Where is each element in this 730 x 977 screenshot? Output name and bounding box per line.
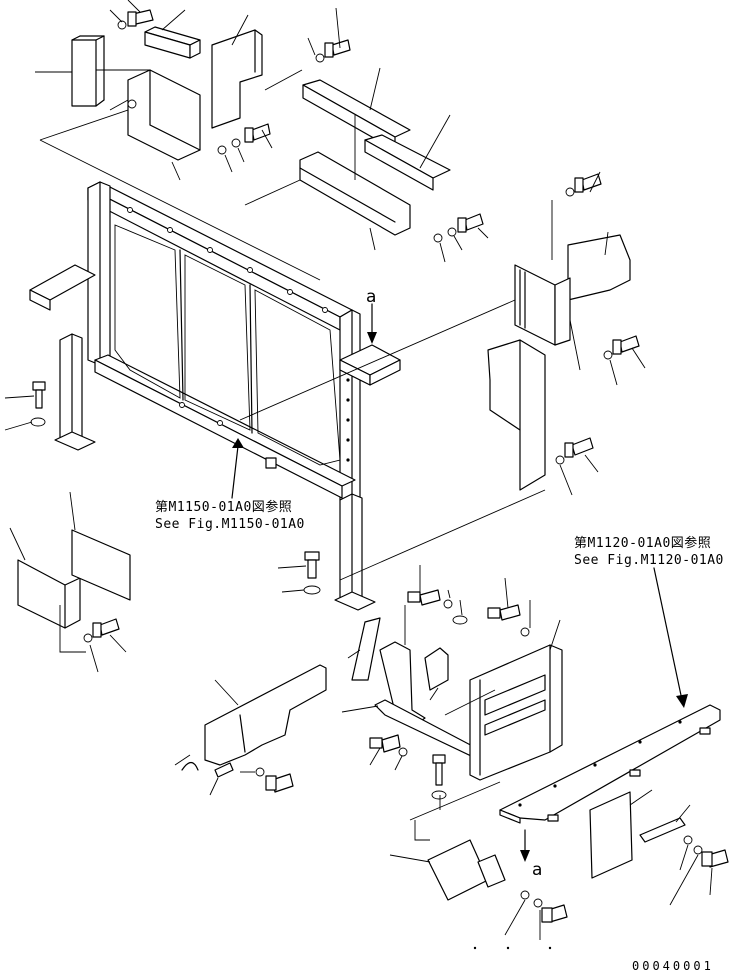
ref-m1120-en: See Fig.M1120-01A0 <box>574 553 724 568</box>
reference-leaders <box>231 303 688 708</box>
top-left-panel-group <box>35 0 321 281</box>
ref-m1120-jp: 第M1120-01A0図参照 <box>574 535 711 551</box>
main-frame <box>29 181 401 611</box>
ref-m1150-en: See Fig.M1150-01A0 <box>155 517 305 532</box>
marker-a-top: a <box>366 287 376 307</box>
drawing-code: 00040001 <box>632 959 714 973</box>
top-center-pad-group <box>244 7 489 263</box>
bottom-right-assembly <box>341 565 729 940</box>
bottom-left-bracket <box>174 664 327 796</box>
center-bolt <box>277 551 321 595</box>
right-plate-group <box>239 171 646 581</box>
left-middle-plate-group <box>9 491 131 673</box>
ref-m1150-jp: 第M1150-01A0図参照 <box>155 499 292 515</box>
left-frame-bolts <box>4 381 46 431</box>
marker-a-bottom: a <box>532 860 542 880</box>
